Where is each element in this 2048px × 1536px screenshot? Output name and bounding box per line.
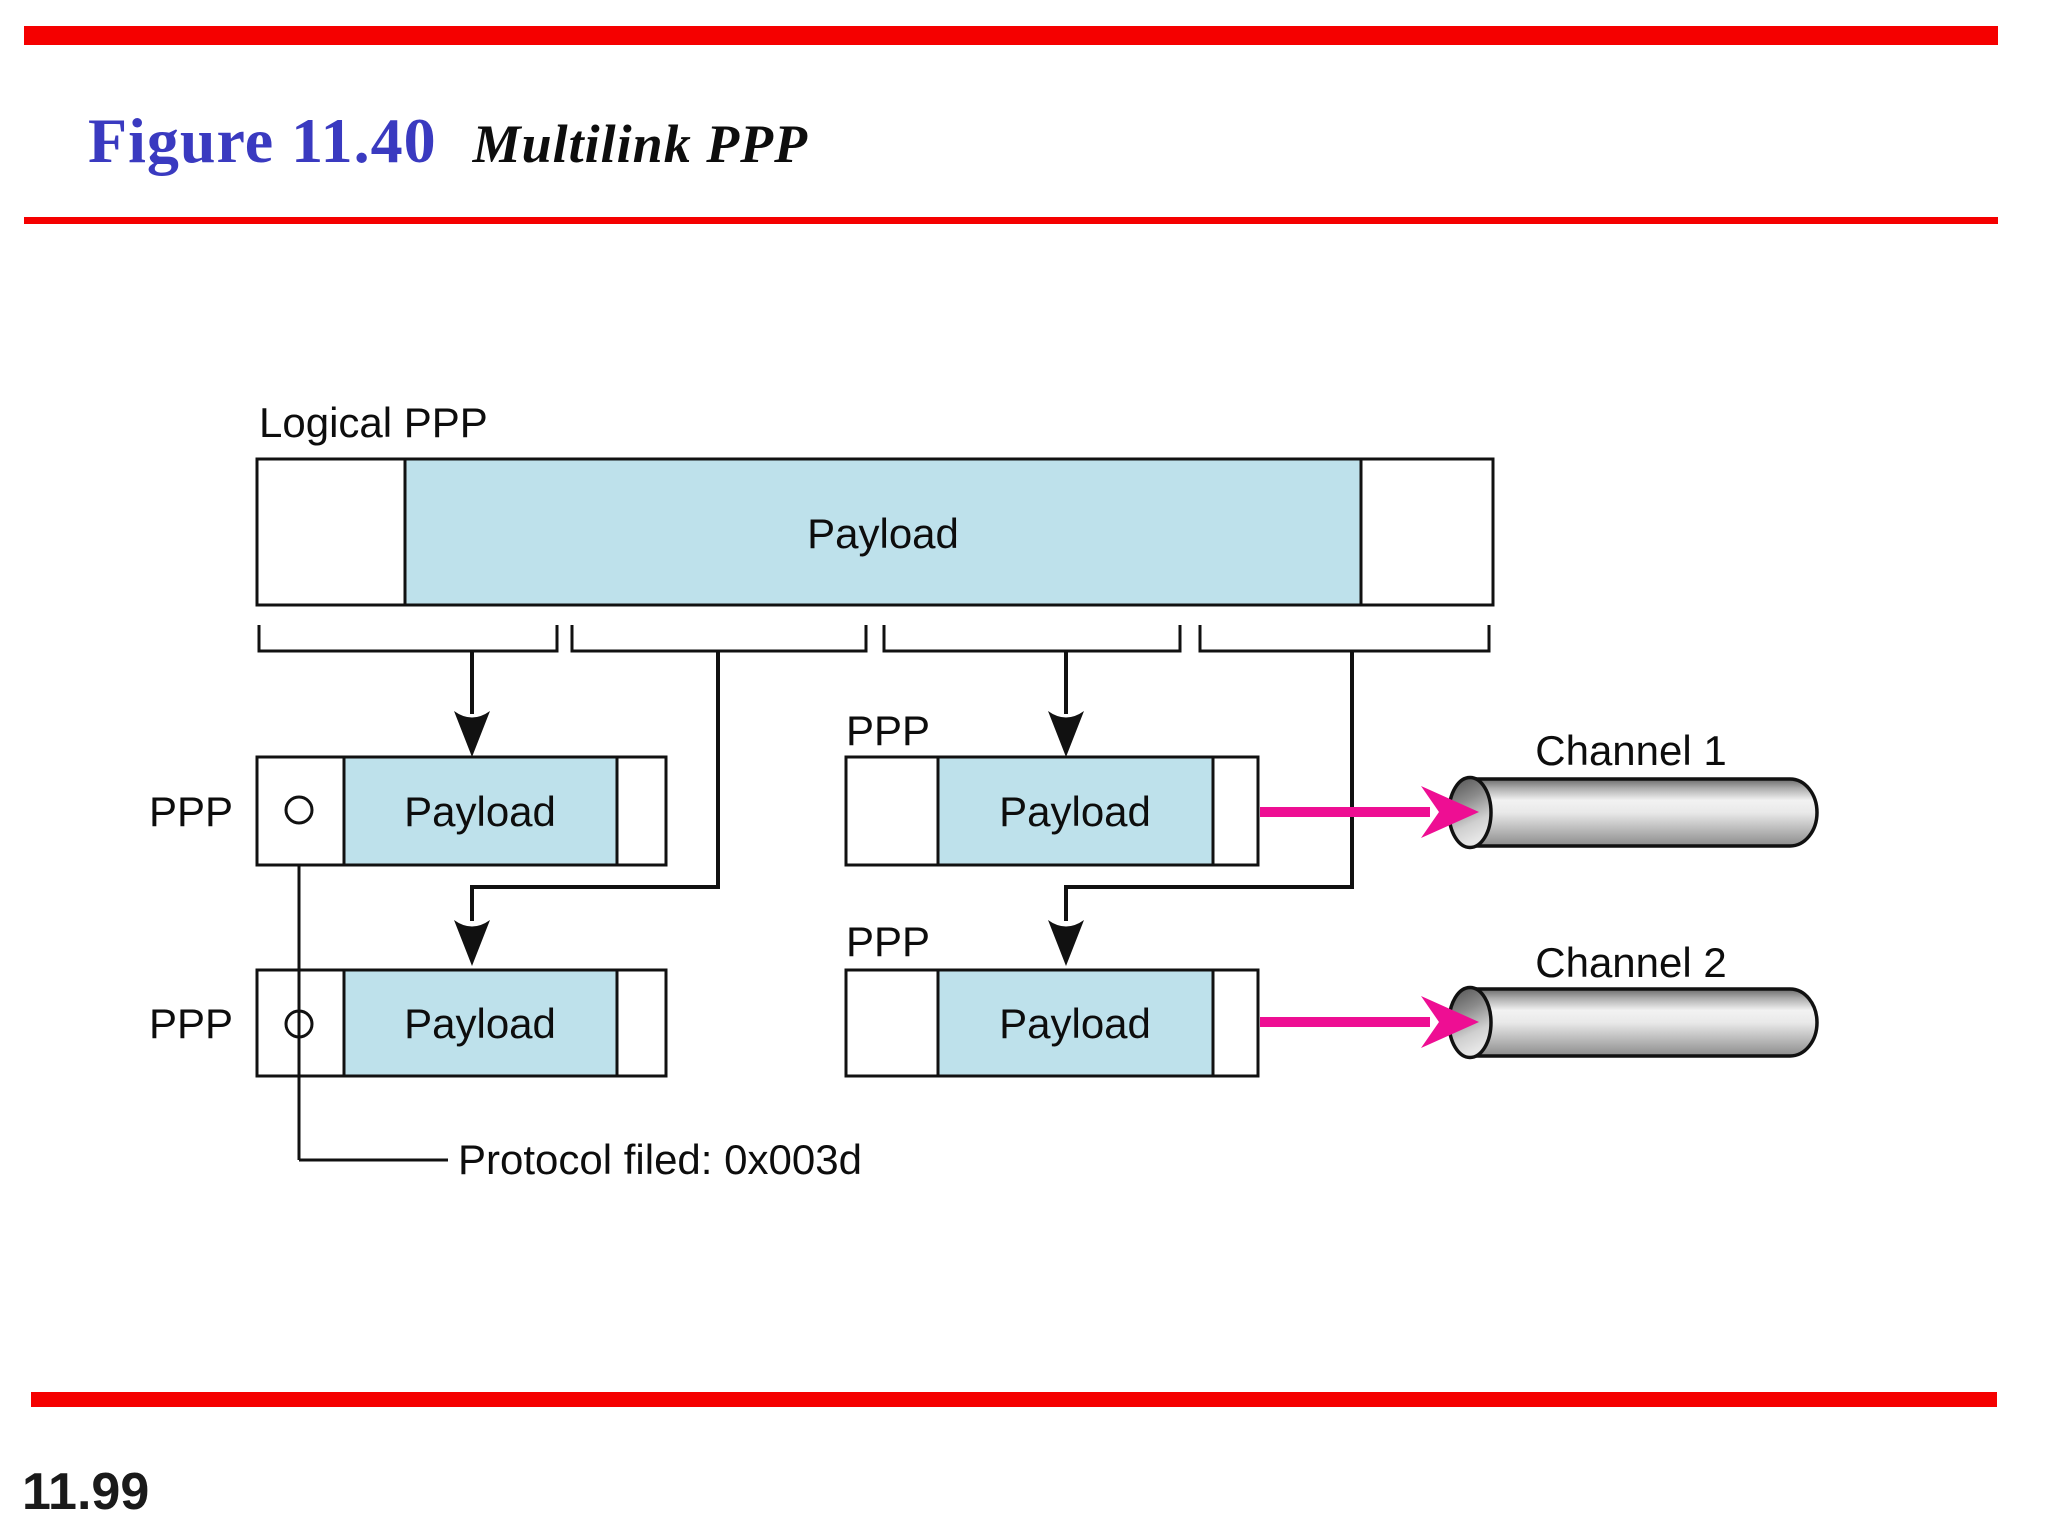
page-number: 11.99: [22, 1463, 150, 1521]
logical-ppp-label: Logical PPP: [259, 399, 488, 446]
left-frame-2-trailer-cell: [615, 968, 668, 1078]
channel-2-label: Channel 2: [1535, 939, 1726, 986]
transmit-arrow-2-head: [1421, 996, 1479, 1048]
top-red-bar: [24, 26, 1998, 45]
slide-title: Figure 11.40 Multilink PPP: [88, 104, 808, 178]
fragment-arrow-2-head: [454, 920, 490, 966]
fragment-arrow-4-head: [1048, 920, 1084, 966]
left-frame-1-trailer-cell: [615, 755, 668, 867]
bottom-red-bar: [31, 1392, 1997, 1407]
channel-frame-2-ppp-label: PPP: [846, 918, 930, 965]
left-frame-2-payload-label: Payload: [404, 1000, 556, 1047]
channel-frame-1-header-cell: [844, 755, 940, 867]
figure-number-label: Figure 11.40: [88, 105, 437, 176]
channel-2-cylinder-body: [1468, 987, 1819, 1058]
channel-frame-1-trailer-cell: [1211, 755, 1260, 867]
fragment-arrow-4-elbow: [1064, 651, 1354, 921]
channel-frame-2-payload-label: Payload: [999, 1000, 1151, 1047]
fragment-arrow-3-head: [1048, 711, 1084, 757]
left-frame-2-ppp-label: PPP: [149, 1000, 233, 1047]
left-frame-2-protocol-marker: [284, 1009, 314, 1039]
title-underline-rule: [24, 217, 1998, 224]
left-frame-1-payload-label: Payload: [404, 788, 556, 835]
fragment-bracket-1: [257, 625, 559, 653]
channel-frame-1-ppp-label: PPP: [846, 707, 930, 754]
channel-1-cylinder-body: [1468, 777, 1819, 848]
fragment-bracket-3: [882, 625, 1182, 653]
left-frame-2-payload-cell: [342, 968, 619, 1078]
channel-frame-2-trailer-cell: [1211, 968, 1260, 1078]
fragment-bracket-4: [1198, 625, 1491, 653]
left-frame-1-protocol-marker: [284, 795, 314, 825]
channel-frame-1-payload-label: Payload: [999, 788, 1151, 835]
figure-title-text: Multilink PPP: [472, 114, 809, 174]
logical-frame-payload-cell: [403, 457, 1363, 607]
channel-frame-2-header-cell: [844, 968, 940, 1078]
left-frame-1-ppp-label: PPP: [149, 788, 233, 835]
fragment-arrow-2-elbow: [470, 651, 720, 921]
transmit-arrow-1-head: [1421, 786, 1479, 838]
fragment-bracket-2: [570, 625, 868, 653]
logical-payload-label: Payload: [807, 510, 959, 557]
channel-1-label: Channel 1: [1535, 727, 1726, 774]
fragment-arrow-1-head: [454, 711, 490, 757]
channel-frame-2-payload-cell: [936, 968, 1215, 1078]
protocol-field-note: Protocol filed: 0x003d: [458, 1136, 862, 1183]
